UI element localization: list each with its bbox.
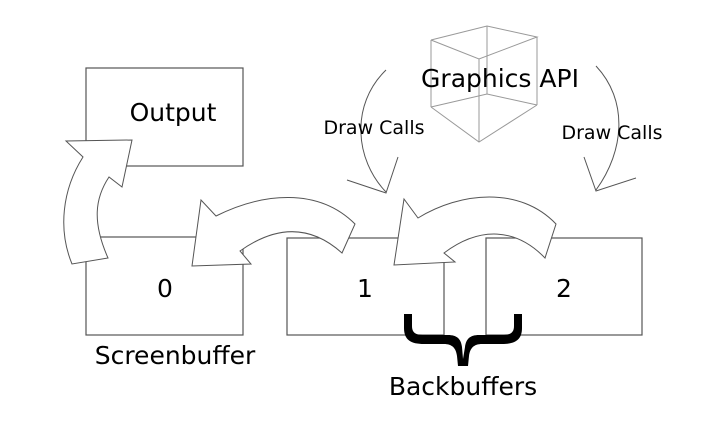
draw-calls-left-label: Draw Calls (323, 117, 424, 139)
draw-calls-left-arrow (346, 69, 399, 194)
present-arrow (63, 139, 133, 265)
buffer-1-label: 1 (357, 274, 373, 303)
swap-arrow-1-to-0 (191, 197, 356, 267)
graphics-api-label: Graphics API (421, 64, 579, 93)
buffer-2-label: 2 (556, 274, 572, 303)
buffer-0-label: 0 (157, 274, 173, 303)
draw-calls-right-label: Draw Calls (561, 122, 662, 144)
backbuffer-2-box (485, 237, 643, 336)
swap-arrow-2-to-1 (393, 196, 557, 266)
backbuffers-brace (404, 314, 522, 366)
draw-calls-right-arrow (583, 65, 637, 192)
cube-icon (430, 25, 539, 143)
backbuffers-label: Backbuffers (389, 372, 537, 401)
screenbuffer-label: Screenbuffer (95, 341, 256, 370)
output-label: Output (130, 98, 217, 127)
